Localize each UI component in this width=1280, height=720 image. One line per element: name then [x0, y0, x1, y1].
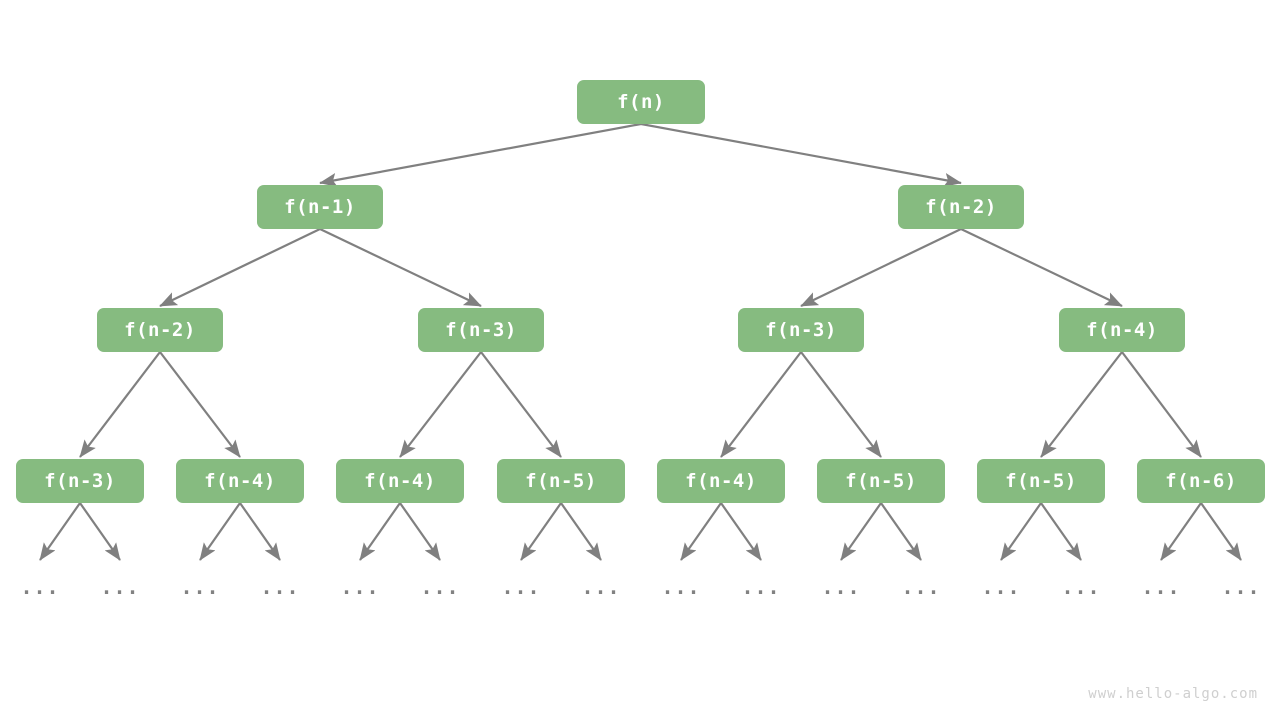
tree-node-fn-6: f(n-6): [1137, 459, 1265, 503]
node-label: f(n): [617, 91, 665, 113]
leaf-edge: [79, 502, 121, 561]
tree-node-fn-5: f(n-5): [497, 459, 625, 503]
leaf-edge: [840, 502, 882, 561]
tree-node-fn-2: f(n-2): [898, 185, 1024, 229]
node-label: f(n-2): [124, 319, 196, 341]
leaf-edge: [1200, 502, 1242, 561]
tree-edge: [79, 351, 161, 458]
node-label: f(n-4): [1086, 319, 1158, 341]
tree-node-fn-5: f(n-5): [817, 459, 945, 503]
leaf-edge: [520, 502, 562, 561]
watermark: www.hello-algo.com: [1088, 686, 1258, 702]
ellipsis-marker: ...: [340, 575, 380, 599]
leaf-edge: [199, 502, 241, 561]
ellipsis-marker: ...: [180, 575, 220, 599]
tree-node-fn-3: f(n-3): [418, 308, 544, 352]
tree-edge: [640, 122, 962, 187]
tree-edge: [800, 351, 882, 458]
tree-edge: [480, 351, 562, 458]
node-label: f(n-4): [204, 470, 276, 492]
ellipsis-marker: ...: [581, 575, 621, 599]
tree-edge: [960, 228, 1123, 307]
tree-node-fn-5: f(n-5): [977, 459, 1105, 503]
tree-edge: [399, 351, 482, 458]
leaf-edge: [720, 502, 762, 561]
leaf-edges: [39, 502, 1242, 561]
leaf-edge: [680, 502, 722, 561]
tree-node-fn-2: f(n-2): [97, 308, 223, 352]
ellipsis-marker: ...: [100, 575, 140, 599]
leaf-edge: [399, 502, 441, 561]
leaf-edge: [39, 502, 81, 561]
tree-edge: [1121, 351, 1202, 458]
node-label: f(n-1): [284, 196, 356, 218]
node-label: f(n-2): [925, 196, 997, 218]
tree-node-fn-4: f(n-4): [657, 459, 785, 503]
ellipsis-marker: ...: [821, 575, 861, 599]
leaf-edge: [880, 502, 922, 561]
tree-node-fn-3: f(n-3): [16, 459, 144, 503]
leaf-edge: [359, 502, 401, 561]
ellipsis-marker: ...: [501, 575, 541, 599]
tree-edge: [1040, 351, 1123, 458]
node-label: f(n-3): [765, 319, 837, 341]
ellipsis-marker: ...: [1221, 575, 1261, 599]
ellipsis-marker: ...: [661, 575, 701, 599]
node-label: f(n-3): [445, 319, 517, 341]
leaf-edge: [1000, 502, 1042, 561]
node-label: f(n-4): [364, 470, 436, 492]
node-label: f(n-5): [1005, 470, 1077, 492]
tree-edge: [319, 228, 482, 307]
node-label: f(n-4): [685, 470, 757, 492]
ellipsis-marker: ...: [20, 575, 60, 599]
tree-edge: [159, 351, 241, 458]
tree-edge: [800, 228, 962, 307]
tree-edge: [720, 351, 802, 458]
ellipsis-marker: ...: [981, 575, 1021, 599]
tree-node-fn: f(n): [577, 80, 705, 124]
node-label: f(n-5): [845, 470, 917, 492]
tree-node-fn-1: f(n-1): [257, 185, 383, 229]
ellipsis-marker: ...: [260, 575, 300, 599]
tree-edge: [159, 228, 321, 307]
leaf-edge: [239, 502, 281, 561]
node-label: f(n-5): [525, 470, 597, 492]
leaf-edge: [1040, 502, 1082, 561]
tree-node-fn-4: f(n-4): [176, 459, 304, 503]
tree-edge: [319, 122, 642, 187]
tree-node-fn-3: f(n-3): [738, 308, 864, 352]
leaf-edge: [560, 502, 602, 561]
ellipsis-marker: ...: [1141, 575, 1181, 599]
ellipsis-marker: ...: [741, 575, 781, 599]
ellipsis-marker: ...: [420, 575, 460, 599]
node-label: f(n-3): [44, 470, 116, 492]
tree-edges: [79, 122, 1202, 458]
leaf-edge: [1160, 502, 1202, 561]
tree-node-fn-4: f(n-4): [336, 459, 464, 503]
tree-node-fn-4: f(n-4): [1059, 308, 1185, 352]
ellipsis-marker: ...: [1061, 575, 1101, 599]
ellipsis-marker: ...: [901, 575, 941, 599]
node-label: f(n-6): [1165, 470, 1237, 492]
